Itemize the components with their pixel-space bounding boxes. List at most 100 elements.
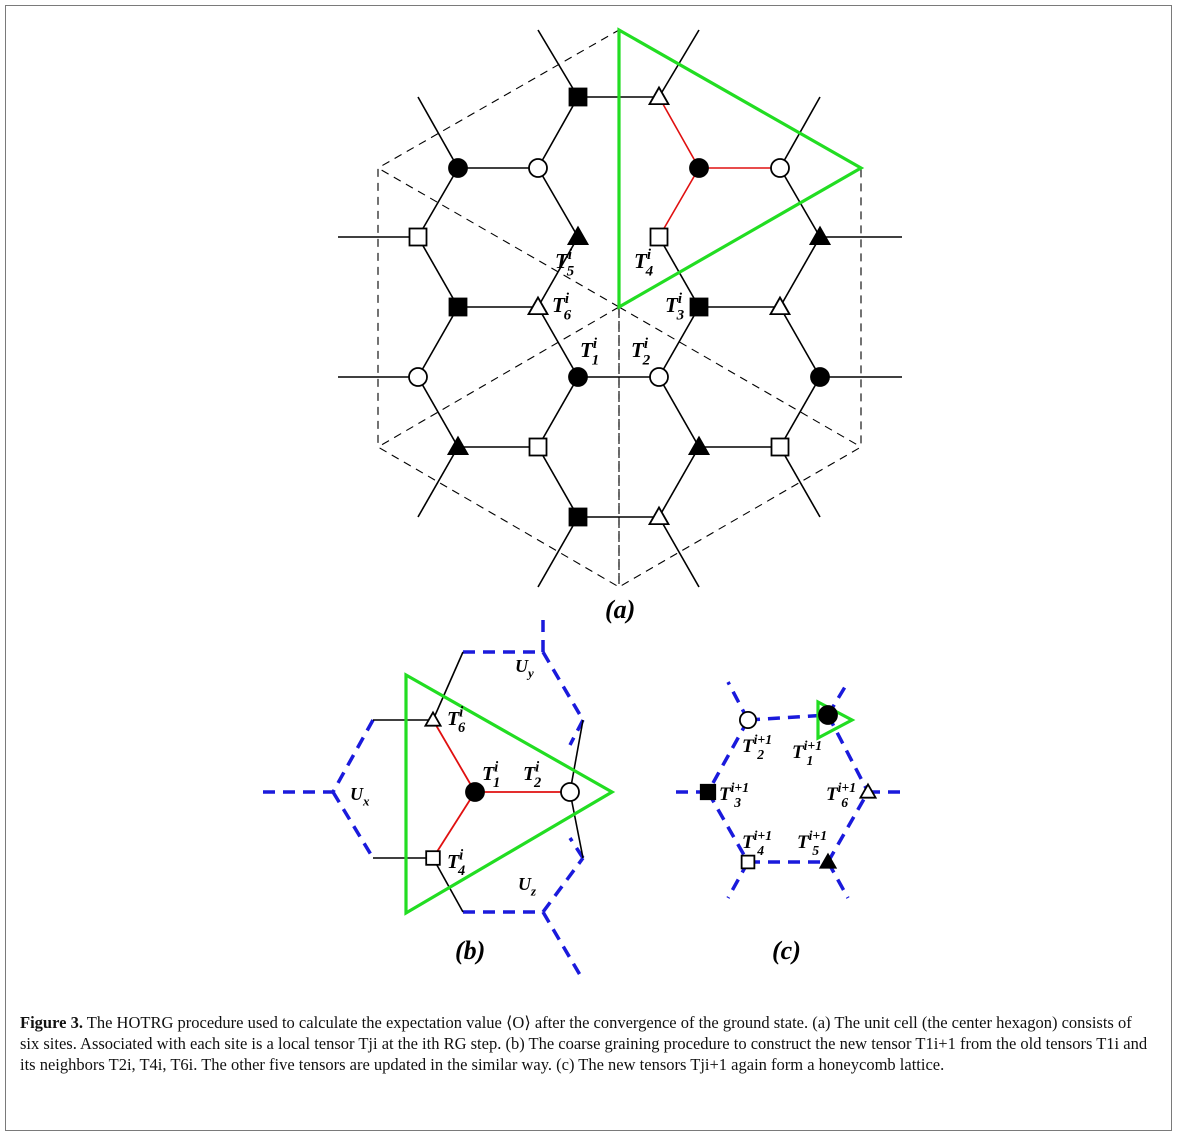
bond [658,446,700,518]
black-bond [569,719,584,793]
open-triangle-site [858,782,878,799]
blue-dashed-bond [826,714,870,793]
red-bonds [432,719,570,859]
panel-a-label: (a) [605,595,635,624]
blue-dashed-bond [706,719,750,793]
bond [779,236,821,308]
bond-stub [779,446,821,518]
filled-circle-site [568,367,588,387]
highlight-triangle [617,27,865,310]
bond [537,306,579,378]
dashed-diagonal [377,306,620,448]
filled-square-site [689,297,709,317]
open-square-site [770,437,790,457]
dashed-diagonal [618,306,862,448]
panel-c-label: (c) [772,936,801,965]
blue-dashed-bonds [263,612,585,981]
open-triangle-site [768,295,792,316]
blue-dashed-bond [706,791,750,863]
bond [658,376,700,448]
u-label: Uz [518,874,536,898]
filled-circle-site [818,705,838,725]
green-triangle [404,672,616,916]
filled-square-site [448,297,468,317]
open-square-site [528,437,548,457]
bond [779,376,821,448]
bond [417,236,459,308]
blue-dashed-bond [568,837,585,859]
blue-dashed-bond [541,911,585,981]
open-square-site [408,227,428,247]
blue-dashed-bond [826,791,870,863]
green-triangle [617,27,865,310]
filled-triangle-site [818,852,838,869]
caption-text: The HOTRG procedure used to calculate th… [20,1013,1148,1074]
bond-stub [417,96,459,169]
filled-triangle-site [808,225,832,246]
open-circle-site [560,782,580,802]
u-label: Ux [350,784,370,808]
bond [658,96,700,169]
filled-triangle-site [687,435,711,456]
filled-circle-site [465,782,485,802]
sites [423,710,580,866]
caption-figure-label: Figure 3. [20,1013,83,1032]
filled-square-site [699,783,717,801]
bond-stub [417,446,459,518]
blue-dashed-bond [747,713,829,722]
bond [537,167,579,238]
panel-b-label: (b) [455,936,485,965]
blue-dashed-bond [331,719,375,793]
red-bond [432,791,476,859]
dashed-diagonal [377,167,620,308]
bond [417,376,459,448]
black-bonds [373,651,584,913]
bond [779,306,821,378]
open-square-site [740,854,756,870]
filled-triangle-site [566,225,590,246]
open-square-site [649,227,669,247]
open-circle-site [528,158,548,178]
open-triangle-site [647,85,671,106]
bond-stub [537,29,579,98]
bond [537,236,579,308]
filled-square-site [568,507,588,527]
blue-dashed-bond [541,651,585,721]
open-circle-site [649,367,669,387]
open-square-site [425,850,441,866]
bond-stub [658,516,700,588]
figure-caption: Figure 3. The HOTRG procedure used to ca… [20,1012,1155,1075]
filled-triangle-site [446,435,470,456]
highlight-triangle [404,672,616,916]
filled-circle-site [448,158,468,178]
blue-dashed-bond [541,856,585,914]
open-circle-site [739,711,758,730]
u-label: Uy [515,656,534,680]
red-bond [432,719,476,793]
bond [658,167,700,238]
bond [537,376,579,448]
bond-stub [537,516,579,588]
open-circle-site [770,158,790,178]
open-circle-site [408,367,428,387]
filled-circle-site [689,158,709,178]
blue-dashed-bond [331,791,375,859]
